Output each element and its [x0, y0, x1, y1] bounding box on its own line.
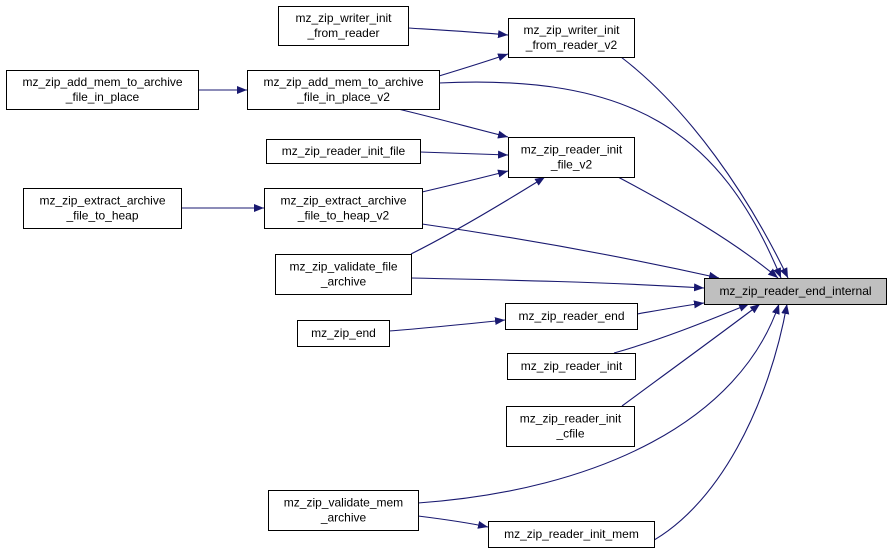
node-box — [488, 521, 655, 548]
edge-add-mem-in-place-v2-to-writer-init-from-reader-v2 — [438, 53, 509, 77]
edge-reader-init-mem-to-end-internal — [640, 303, 790, 548]
node-label: _archive — [320, 511, 367, 525]
node-add-mem-in-place[interactable]: mz_zip_add_mem_to_archive_file_in_place — [6, 70, 199, 110]
node-box — [508, 137, 635, 178]
node-box — [506, 406, 635, 447]
edge-validate-file-archive-to-end-internal — [410, 277, 705, 292]
node-box — [266, 139, 421, 164]
node-box — [264, 188, 423, 229]
node-box — [505, 303, 638, 330]
node-box — [23, 188, 182, 229]
node-reader-init-mem[interactable]: mz_zip_reader_init_mem — [488, 521, 655, 548]
node-validate-mem-archive[interactable]: mz_zip_validate_mem_archive — [268, 490, 419, 531]
node-label: _file_v2 — [550, 158, 593, 172]
edge-add-mem-in-place-v2-to-end-internal — [438, 81, 782, 279]
node-label: mz_zip_reader_init_mem — [504, 527, 639, 541]
node-box — [6, 70, 199, 110]
node-end-internal[interactable]: mz_zip_reader_end_internal — [704, 278, 887, 305]
node-label: mz_zip_writer_init — [523, 23, 620, 37]
node-label: mz_zip_validate_mem — [284, 496, 403, 510]
node-box — [268, 490, 419, 531]
node-label: mz_zip_reader_init_file — [282, 144, 406, 158]
edge-extract-to-heap-v2-to-end-internal — [421, 223, 720, 280]
node-label: mz_zip_validate_file — [289, 260, 397, 274]
node-extract-to-heap-v2[interactable]: mz_zip_extract_archive_file_to_heap_v2 — [264, 188, 423, 229]
node-label: _file_in_place — [65, 90, 140, 104]
node-label: mz_zip_extract_archive — [280, 194, 406, 208]
edge-reader-init-file-to-reader-init-file-v2 — [419, 150, 509, 159]
edge-add-mem-in-place-v2-to-reader-init-file-v2 — [397, 108, 509, 139]
node-label: mz_zip_writer_init — [295, 11, 392, 25]
edge-reader-init-file-v2-to-end-internal — [617, 176, 779, 279]
node-label: _from_reader_v2 — [525, 38, 618, 52]
node-reader-init-cfile[interactable]: mz_zip_reader_init_cfile — [506, 406, 635, 447]
edge-reader-end-to-end-internal — [636, 300, 705, 315]
edge-extract-to-heap-v2-to-reader-init-file-v2 — [421, 169, 509, 193]
edge-validate-mem-archive-to-end-internal — [417, 303, 780, 504]
node-label: mz_zip_reader_end_internal — [719, 284, 871, 298]
node-box — [275, 254, 412, 295]
node-label: _cfile — [555, 427, 584, 441]
node-label: _file_to_heap_v2 — [297, 209, 390, 223]
node-writer-init-from-reader-v2[interactable]: mz_zip_writer_init_from_reader_v2 — [508, 18, 635, 58]
node-reader-init-file[interactable]: mz_zip_reader_init_file — [266, 139, 421, 164]
node-box — [508, 18, 635, 58]
node-label: mz_zip_reader_init — [521, 359, 623, 373]
edge-validate-file-archive-to-reader-init-file-v2 — [410, 176, 546, 255]
node-writer-init-from-reader[interactable]: mz_zip_writer_init_from_reader — [278, 6, 409, 46]
node-label: _file_to_heap — [65, 209, 138, 223]
node-box — [247, 70, 440, 110]
node-label: mz_zip_add_mem_to_archive — [263, 75, 423, 89]
node-reader-end[interactable]: mz_zip_reader_end — [505, 303, 638, 330]
node-label: mz_zip_end — [311, 326, 376, 340]
node-reader-init[interactable]: mz_zip_reader_init — [507, 353, 636, 380]
edge-zip-end-to-reader-end — [388, 317, 506, 332]
node-label: mz_zip_reader_init — [521, 143, 623, 157]
edge-validate-mem-archive-to-reader-init-mem — [417, 515, 489, 529]
node-label: mz_zip_extract_archive — [39, 194, 165, 208]
node-extract-to-heap[interactable]: mz_zip_extract_archive_file_to_heap — [23, 188, 182, 229]
node-zip-end[interactable]: mz_zip_end — [297, 320, 390, 347]
node-box — [704, 278, 887, 305]
edge-reader-init-to-end-internal — [613, 303, 750, 354]
node-label: _from_reader — [306, 26, 379, 40]
node-reader-init-file-v2[interactable]: mz_zip_reader_init_file_v2 — [508, 137, 635, 178]
node-label: mz_zip_reader_init — [520, 412, 622, 426]
node-add-mem-in-place-v2[interactable]: mz_zip_add_mem_to_archive_file_in_place_… — [247, 70, 440, 110]
node-box — [278, 6, 409, 46]
node-label: mz_zip_add_mem_to_archive — [22, 75, 182, 89]
node-label: _archive — [320, 275, 367, 289]
node-label: mz_zip_reader_end — [518, 309, 624, 323]
node-validate-file-archive[interactable]: mz_zip_validate_file_archive — [275, 254, 412, 295]
edges — [180, 27, 790, 548]
edge-reader-init-cfile-to-end-internal — [621, 303, 761, 407]
node-box — [297, 320, 390, 347]
edge-writer-init-from-reader-v2-to-end-internal — [620, 56, 789, 279]
node-box — [507, 353, 636, 380]
edge-writer-init-from-reader-to-writer-init-from-reader-v2 — [407, 27, 509, 39]
node-label: _file_in_place_v2 — [296, 90, 390, 104]
